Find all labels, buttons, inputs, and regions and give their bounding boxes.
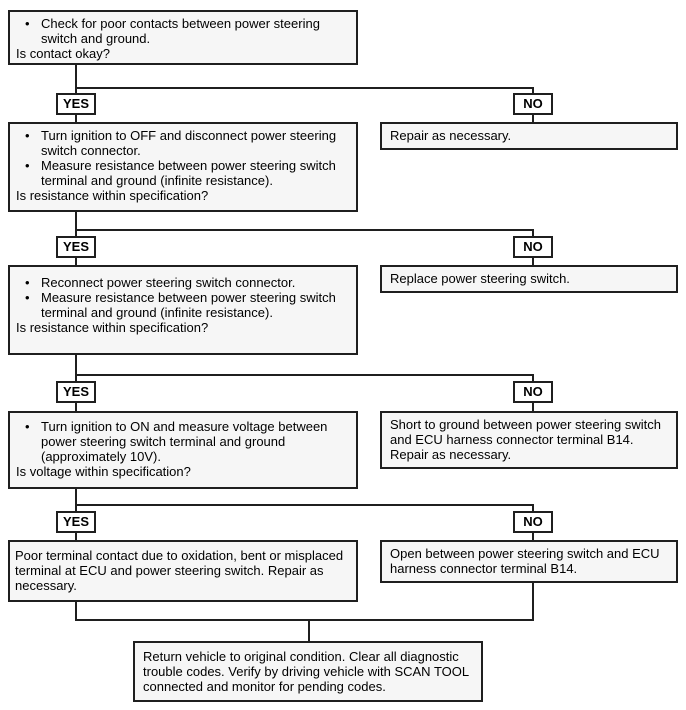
- bullet-item: Reconnect power steering switch connecto…: [15, 275, 350, 290]
- connector-line: [75, 504, 534, 506]
- no-action-box-4: Open between power steering switch and E…: [380, 540, 678, 583]
- no-label-4: NO: [513, 511, 553, 533]
- no-action-box-4-text: Open between power steering switch and E…: [390, 546, 660, 576]
- decision-box-2-checks: Turn ignition to OFF and disconnect powe…: [15, 128, 350, 188]
- no-action-box-3-text: Short to ground between power steering s…: [390, 417, 661, 462]
- decision-box-3-question: Is resistance within specification?: [16, 320, 209, 335]
- decision-box-3: Reconnect power steering switch connecto…: [8, 265, 358, 355]
- yes-label-4: YES: [56, 511, 96, 533]
- yes-label-1: YES: [56, 93, 96, 115]
- final-action-box: Return vehicle to original condition. Cl…: [133, 641, 483, 702]
- decision-box-4-question: Is voltage within specification?: [16, 464, 191, 479]
- no-label-1: NO: [513, 93, 553, 115]
- connector-line: [75, 65, 77, 88]
- connector-line: [75, 619, 534, 621]
- decision-box-3-checks: Reconnect power steering switch connecto…: [15, 275, 350, 320]
- bullet-item: Turn ignition to OFF and disconnect powe…: [15, 128, 350, 158]
- no-action-box-3: Short to ground between power steering s…: [380, 411, 678, 469]
- decision-box-2: Turn ignition to OFF and disconnect powe…: [8, 122, 358, 212]
- bullet-item: Measure resistance between power steerin…: [15, 158, 350, 188]
- bullet-item: Turn ignition to ON and measure voltage …: [15, 419, 350, 464]
- yes-label-2: YES: [56, 236, 96, 258]
- yes-label-3: YES: [56, 381, 96, 403]
- yes-result-text: Poor terminal contact due to oxidation, …: [15, 548, 344, 593]
- decision-box-1-checks: Check for poor contacts between power st…: [15, 16, 350, 46]
- connector-line: [308, 619, 310, 641]
- connector-line: [75, 374, 534, 376]
- decision-box-4: Turn ignition to ON and measure voltage …: [8, 411, 358, 489]
- connector-line: [75, 489, 77, 505]
- decision-box-1: Check for poor contacts between power st…: [8, 10, 358, 65]
- no-action-box-1: Repair as necessary.: [380, 122, 678, 150]
- decision-box-1-question: Is contact okay?: [16, 46, 110, 61]
- connector-line: [75, 229, 534, 231]
- no-action-box-2-text: Replace power steering switch.: [390, 271, 570, 286]
- bullet-item: Check for poor contacts between power st…: [15, 16, 350, 46]
- no-label-2: NO: [513, 236, 553, 258]
- connector-line: [75, 602, 77, 621]
- no-action-box-2: Replace power steering switch.: [380, 265, 678, 293]
- decision-box-2-question: Is resistance within specification?: [16, 188, 209, 203]
- final-action-text: Return vehicle to original condition. Cl…: [143, 649, 469, 694]
- connector-line: [75, 212, 77, 230]
- decision-box-4-checks: Turn ignition to ON and measure voltage …: [15, 419, 350, 464]
- yes-result-box: Poor terminal contact due to oxidation, …: [8, 540, 358, 602]
- connector-line: [75, 355, 77, 375]
- connector-line: [532, 583, 534, 621]
- connector-line: [75, 87, 534, 89]
- no-action-box-1-text: Repair as necessary.: [390, 128, 512, 143]
- no-label-3: NO: [513, 381, 553, 403]
- bullet-item: Measure resistance between power steerin…: [15, 290, 350, 320]
